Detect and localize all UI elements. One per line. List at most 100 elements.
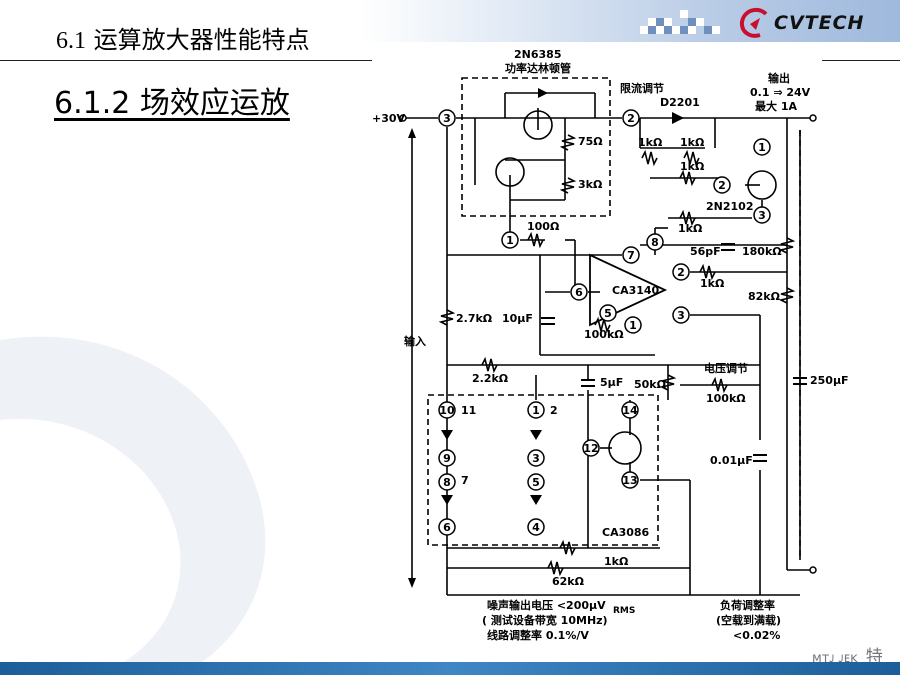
pin-marker xyxy=(570,283,588,301)
label: 噪声输出电压 <200μV xyxy=(487,598,606,612)
part-label: 2N6385 xyxy=(514,48,561,61)
part-label: 功率达林顿管 xyxy=(505,61,571,75)
diode-symbol xyxy=(538,88,548,98)
diode-symbol xyxy=(441,430,453,440)
pin-number: 6 xyxy=(575,286,583,299)
label: 0.1 ⇒ 24V xyxy=(750,86,811,99)
label: D2201 xyxy=(660,96,700,109)
pin-number: 2 xyxy=(550,404,558,417)
label: 电压调节 xyxy=(704,361,748,375)
label: 82kΩ xyxy=(748,290,781,303)
label: 2.7kΩ xyxy=(456,312,493,325)
pin-number: 1 xyxy=(532,404,540,417)
label: 1kΩ xyxy=(680,136,705,149)
pin-marker xyxy=(527,473,545,491)
pin-number: 7 xyxy=(627,249,635,262)
pin-marker xyxy=(527,449,545,467)
label: 1kΩ xyxy=(700,277,725,290)
pin-marker xyxy=(438,473,456,491)
opamp-symbol xyxy=(589,253,668,327)
pin-marker xyxy=(438,518,456,536)
label: 50kΩ xyxy=(634,378,667,391)
pin-marker xyxy=(438,109,456,127)
checker-pattern-icon xyxy=(640,10,720,34)
pin-number: 9 xyxy=(443,452,451,465)
pin-number: 10 xyxy=(439,404,455,417)
header-band xyxy=(360,0,900,42)
pin-number: 2 xyxy=(718,179,726,192)
pin-number: 3 xyxy=(532,452,540,465)
label: 0.01μF xyxy=(710,454,753,467)
pin-marker xyxy=(753,206,771,224)
pin-number: 8 xyxy=(651,236,659,249)
arrow-up-icon xyxy=(408,128,416,138)
label: (空载到满载) xyxy=(716,613,781,627)
pin-number: 4 xyxy=(532,521,540,534)
pin-marker xyxy=(622,109,640,127)
section-title: 运算放大器性能特点 xyxy=(93,26,310,54)
label: 5μF xyxy=(600,376,623,389)
swirl-logo-icon xyxy=(739,7,768,38)
pin-marker xyxy=(438,449,456,467)
pin-marker xyxy=(713,176,731,194)
pin-number: 1 xyxy=(629,319,637,332)
pin-number: 1 xyxy=(758,141,766,154)
label: 1kΩ xyxy=(680,160,705,173)
label: 180kΩ xyxy=(742,245,782,258)
pin-marker xyxy=(646,233,664,251)
diode-symbol xyxy=(530,430,542,440)
pin-marker xyxy=(621,471,639,489)
page-title: 6.1 运算放大器性能特点 xyxy=(56,20,310,55)
slide-subtitle: 6.1.2 场效应运放 xyxy=(54,86,290,121)
pin-marker xyxy=(438,401,456,419)
pin-marker xyxy=(624,316,642,334)
transistor-symbol xyxy=(523,110,553,140)
label: 100Ω xyxy=(527,220,560,233)
watermark-swirl-icon xyxy=(0,336,266,670)
pin-number: 5 xyxy=(532,476,540,489)
pin-marker xyxy=(621,401,639,419)
pin-number: 11 xyxy=(461,404,476,417)
logo-text: CVTECH xyxy=(774,12,865,34)
label: 250μF xyxy=(810,374,849,387)
header-divider-right xyxy=(822,60,900,61)
label: 最大 1A xyxy=(755,99,797,113)
label: 100kΩ xyxy=(584,328,624,341)
label: 1kΩ xyxy=(678,222,703,235)
arrow-down-icon xyxy=(408,578,416,588)
pin-number: 13 xyxy=(622,474,637,487)
pin-number: 3 xyxy=(443,112,451,125)
label: +30V xyxy=(372,112,406,125)
label: 限流调节 xyxy=(620,81,664,95)
pin-number: 3 xyxy=(677,309,685,322)
label: 输出 xyxy=(768,71,790,85)
label: 线路调整率 0.1%/V xyxy=(487,628,589,642)
label: 2.2kΩ xyxy=(472,372,509,385)
label: CA3140 xyxy=(612,284,660,297)
pin-number: 3 xyxy=(758,209,766,222)
label: 1kΩ xyxy=(638,136,663,149)
label: <0.02% xyxy=(733,629,780,642)
header-divider xyxy=(0,60,372,61)
transistor-symbol xyxy=(495,157,525,187)
pin-marker xyxy=(599,304,617,322)
terminal-marker xyxy=(809,566,817,574)
pin-number: 8 xyxy=(443,476,451,489)
label: 75Ω xyxy=(578,135,603,148)
pin-number: 1 xyxy=(506,234,514,247)
pin-number: 2 xyxy=(627,112,635,125)
diode-symbol xyxy=(672,112,684,124)
pin-number: 12 xyxy=(583,442,598,455)
label: 负荷调整率 xyxy=(720,598,775,612)
pin-marker xyxy=(527,518,545,536)
transistor-symbol xyxy=(747,170,777,200)
label: 输入 xyxy=(404,334,426,348)
label: 10μF xyxy=(502,312,533,325)
pin-number: 14 xyxy=(622,404,638,417)
label: 1kΩ xyxy=(604,555,629,568)
pin-marker xyxy=(527,401,545,419)
pin-marker xyxy=(582,439,600,457)
diode-symbol xyxy=(530,495,542,505)
pin-marker xyxy=(753,138,771,156)
